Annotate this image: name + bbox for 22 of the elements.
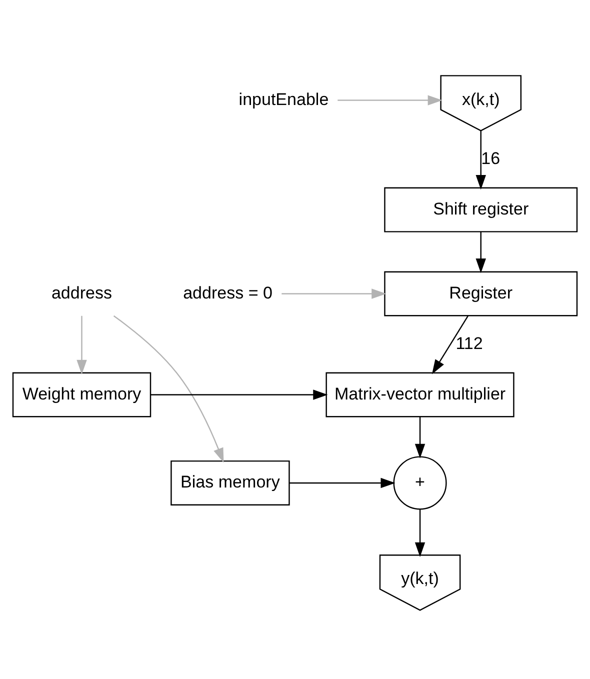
arrow <box>290 477 396 488</box>
arrow <box>338 94 442 105</box>
arrow <box>113 314 224 462</box>
edge-label: 112 <box>456 333 483 352</box>
edge-label: 16 <box>481 148 500 168</box>
arrow <box>476 232 486 273</box>
node-box: Bias memory <box>170 460 290 505</box>
arrow <box>476 130 486 190</box>
arrow <box>432 315 468 374</box>
node-box: Weight memory <box>12 372 152 417</box>
node-box: Shift register <box>384 186 578 232</box>
arrow <box>76 315 87 374</box>
node-text: address <box>51 282 112 302</box>
node-box: Register <box>384 270 578 316</box>
arrow <box>282 288 386 298</box>
node-text: inputEnable <box>238 89 329 108</box>
arrow <box>414 508 426 556</box>
arrow <box>414 416 426 458</box>
arrow <box>150 389 328 400</box>
node-circle: + <box>393 456 447 510</box>
node-text: address = 0 <box>183 282 272 302</box>
node-box: Matrix-vector multiplier <box>326 372 514 417</box>
